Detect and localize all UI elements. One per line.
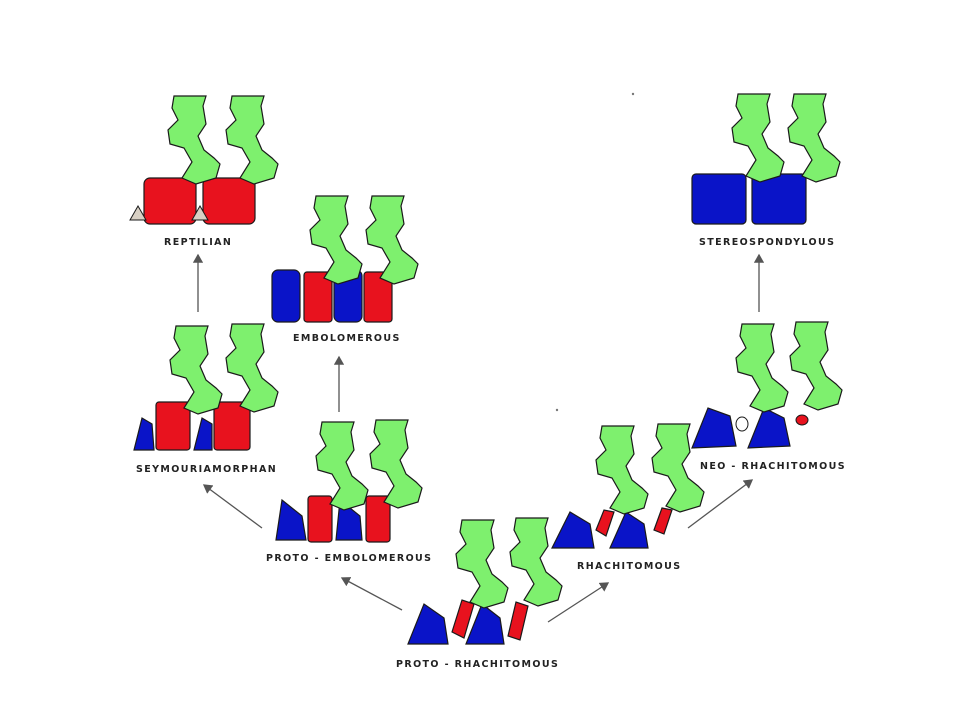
vertebra-reptilian [129, 95, 279, 225]
intercentrum-small [191, 204, 209, 221]
evolution-arrows [192, 253, 765, 623]
paper-speck [555, 408, 559, 412]
vertebra-embolomerous [271, 195, 419, 323]
vertebra-rhachitomous [551, 423, 705, 549]
vertebra-seymouriamorphan [133, 323, 279, 451]
arrow-proto-rhachi-to-rhachi [547, 582, 610, 623]
label-proto-rhachitomous: PROTO - RHACHITOMOUS [396, 659, 560, 670]
arrow-proto-rhachi-to-proto-embolo [340, 577, 403, 611]
label-rhachitomous: RHACHITOMOUS [577, 561, 682, 572]
label-stereospondylous: STEREOSPONDYLOUS [699, 237, 836, 248]
centrum-red [143, 177, 197, 225]
paper-speck [631, 92, 635, 96]
centrum-red [202, 177, 256, 225]
vertebra-neo-rhachitomous [691, 321, 843, 449]
vertebra-stereospondylous [691, 93, 841, 225]
label-neo-rhachitomous: NEO - RHACHITOMOUS [700, 461, 846, 472]
arrow-proto-embolo-to-seymouria [202, 484, 263, 529]
vertebra-proto-rhachitomous [407, 517, 563, 645]
vertebra-proto-embolomerous [275, 419, 423, 543]
label-reptilian: REPTILIAN [164, 237, 233, 248]
intercentrum-small [129, 204, 147, 221]
arrow-rhachi-to-neo [687, 479, 754, 529]
label-proto-embolomerous: PROTO - EMBOLOMEROUS [266, 553, 433, 564]
label-seymouriamorphan: SEYMOURIAMORPHAN [136, 464, 278, 475]
label-embolomerous: EMBOLOMEROUS [293, 333, 401, 344]
